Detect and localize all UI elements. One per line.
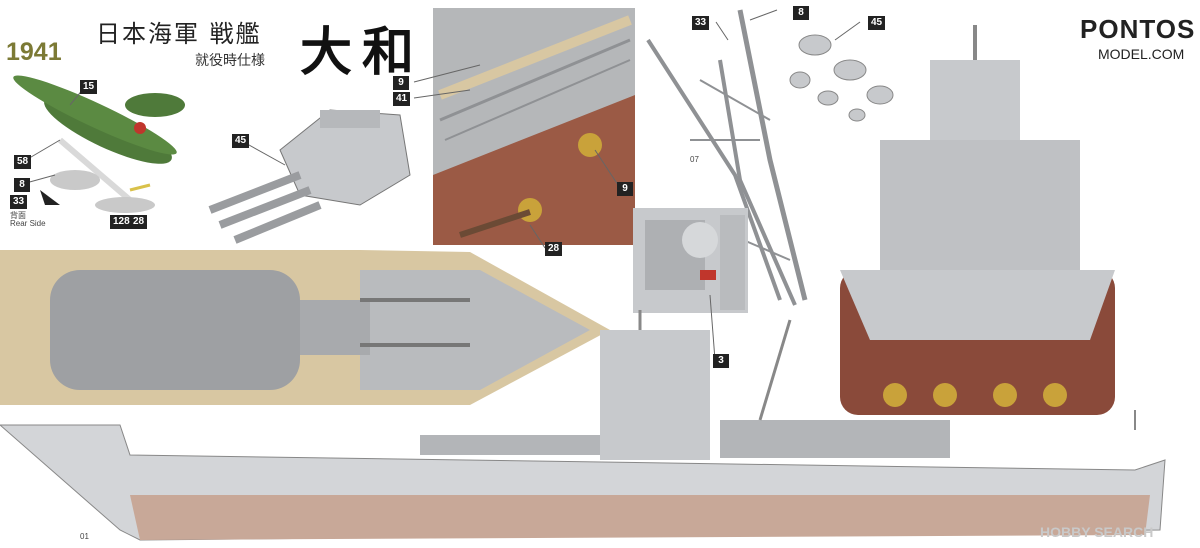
side-profile-illustration <box>0 310 1166 541</box>
part-tag-8: 8 <box>14 178 30 192</box>
part-tag-45-reels: 45 <box>868 16 886 30</box>
part-tag-8-crane: 8 <box>793 6 809 20</box>
part-tag-58: 58 <box>14 155 32 169</box>
front-view-illustration <box>840 25 1115 415</box>
part-tag-15: 15 <box>80 80 98 94</box>
part-tag-3-mast: 3 <box>713 354 729 368</box>
part-tag-9-deck: 9 <box>393 76 409 90</box>
deck-detail-panel <box>433 8 635 245</box>
year-label: 1941 <box>6 38 62 66</box>
part-tag-28: 28 <box>130 215 148 229</box>
ship-name: 大和 <box>300 22 425 83</box>
part-tag-45-turret: 45 <box>232 134 250 148</box>
watermark-hobby-search: HOBBY SEARCH <box>1040 524 1154 540</box>
crane-illustration <box>646 9 808 306</box>
rear-side-jp: 背面 <box>10 211 26 220</box>
brand-logo: PONTOS <box>1080 14 1196 44</box>
crane-code: 07 <box>690 155 699 164</box>
leader-lines <box>25 9 861 361</box>
part-tag-41: 41 <box>393 92 411 106</box>
part-tag-9-prop: 9 <box>617 182 633 196</box>
part-tag-33-crane: 33 <box>692 16 710 30</box>
reels-illustration <box>789 34 894 122</box>
aircraft-illustration <box>13 75 185 213</box>
turret-illustration <box>208 109 411 244</box>
part-tag-128: 128 <box>110 215 133 229</box>
part-tag-28-shaft: 28 <box>545 242 563 256</box>
deck-plan-illustration <box>0 250 610 405</box>
brand-site: MODEL.COM <box>1098 46 1185 62</box>
hull-code: 01 <box>80 532 89 541</box>
subtitle-japanese: 就役時仕様 <box>195 53 265 69</box>
rear-side-en: Rear Side <box>10 219 46 228</box>
title-japanese: 日本海軍 戦艦 <box>96 20 262 48</box>
mast-detail-panel <box>633 208 748 313</box>
part-tag-33: 33 <box>10 195 28 209</box>
